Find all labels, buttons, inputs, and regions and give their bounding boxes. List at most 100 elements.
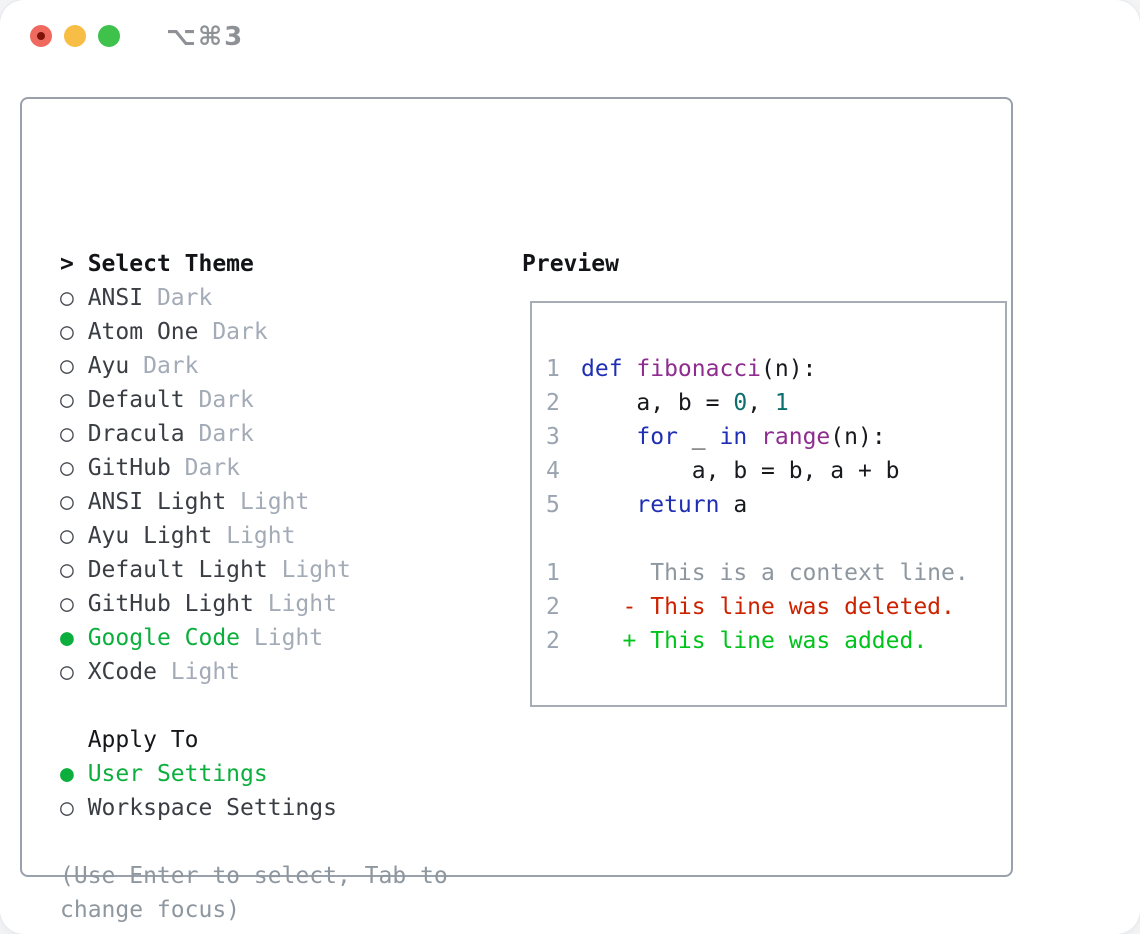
help-line: change focus) bbox=[60, 897, 241, 923]
theme-variant: Light bbox=[240, 489, 310, 515]
theme-option-ayu[interactable]: ○ Ayu Dark bbox=[60, 349, 448, 383]
apply-list: ● User Settings○ Workspace Settings bbox=[60, 757, 448, 825]
theme-option-default-light[interactable]: ○ Default Light Light bbox=[60, 553, 448, 587]
token-code: (n): bbox=[830, 424, 886, 450]
apply-option-workspace-settings[interactable]: ○ Workspace Settings bbox=[60, 791, 448, 825]
code-line bbox=[546, 522, 1005, 556]
theme-name: Default bbox=[87, 387, 199, 413]
code-line: 4 a, b = b, a + b bbox=[546, 454, 1005, 488]
radio-icon: ○ bbox=[60, 353, 88, 379]
token-keyword: for bbox=[636, 424, 678, 450]
theme-name: Google Code bbox=[87, 625, 254, 651]
theme-option-atom-one[interactable]: ○ Atom One Dark bbox=[60, 315, 448, 349]
token-number: 1 bbox=[774, 390, 789, 416]
token-number: 0 bbox=[733, 390, 748, 416]
code-line: 5 return a bbox=[546, 488, 1005, 522]
token-code: a, b = bbox=[581, 390, 734, 416]
token-function: fibonacci bbox=[636, 356, 762, 382]
code-line: 2 - This line was deleted. bbox=[546, 590, 1005, 624]
radio-icon: ○ bbox=[60, 319, 88, 345]
theme-name: Atom One bbox=[87, 319, 213, 345]
minimize-button[interactable] bbox=[64, 25, 86, 47]
token-context: This is a context line. bbox=[581, 560, 969, 586]
theme-name: ANSI bbox=[87, 285, 157, 311]
theme-variant: Dark bbox=[184, 455, 241, 481]
help-text: (Use Enter to select, Tab to change focus… bbox=[60, 859, 448, 927]
theme-name: GitHub bbox=[87, 455, 185, 481]
theme-name: GitHub Light bbox=[87, 591, 268, 617]
cursor-caret-icon: > bbox=[60, 251, 88, 277]
theme-variant: Dark bbox=[212, 319, 268, 345]
token-code: (n): bbox=[761, 356, 817, 382]
theme-variant: Light bbox=[267, 591, 337, 617]
selected-radio-icon: ● bbox=[60, 625, 88, 651]
theme-option-github-light[interactable]: ○ GitHub Light Light bbox=[60, 587, 448, 621]
apply-label: User Settings bbox=[87, 761, 268, 787]
theme-name: Ayu Light bbox=[87, 523, 227, 549]
radio-icon: ○ bbox=[60, 387, 88, 413]
theme-name: Default Light bbox=[87, 557, 282, 583]
line-number: 2 bbox=[546, 628, 560, 654]
radio-icon: ○ bbox=[60, 795, 88, 821]
token-code: _ bbox=[677, 424, 720, 450]
token-keyword: def bbox=[581, 356, 637, 382]
theme-option-dracula[interactable]: ○ Dracula Dark bbox=[60, 417, 448, 451]
theme-variant: Dark bbox=[156, 285, 213, 311]
theme-name: Ayu bbox=[87, 353, 144, 379]
theme-variant: Dark bbox=[198, 387, 254, 413]
theme-variant: Light bbox=[226, 523, 296, 549]
zoom-button[interactable] bbox=[98, 25, 120, 47]
selected-radio-icon: ● bbox=[60, 761, 88, 787]
help-line: (Use Enter to select, Tab to bbox=[60, 863, 448, 889]
code-line: 2 + This line was added. bbox=[546, 624, 1005, 658]
theme-list: ○ ANSI Dark○ Atom One Dark○ Ayu Dark○ De… bbox=[60, 281, 448, 689]
token-added: + This line was added. bbox=[581, 628, 928, 654]
theme-name: ANSI Light bbox=[87, 489, 241, 515]
radio-icon: ○ bbox=[60, 591, 88, 617]
select-theme-header: > Select Theme bbox=[60, 247, 448, 281]
theme-name: XCode bbox=[87, 659, 171, 685]
token-code: a bbox=[719, 492, 748, 518]
line-number: 3 bbox=[546, 424, 560, 450]
theme-variant: Light bbox=[253, 625, 324, 651]
line-number: 2 bbox=[546, 390, 560, 416]
line-number: 2 bbox=[546, 594, 560, 620]
line-number: 4 bbox=[546, 458, 560, 484]
theme-variant: Light bbox=[281, 557, 351, 583]
close-button[interactable] bbox=[30, 25, 52, 47]
apply-label: Workspace Settings bbox=[87, 795, 337, 821]
theme-option-github[interactable]: ○ GitHub Dark bbox=[60, 451, 448, 485]
apply-option-user-settings[interactable]: ● User Settings bbox=[60, 757, 448, 791]
theme-option-ansi[interactable]: ○ ANSI Dark bbox=[60, 281, 448, 315]
token-code: a, b = b, a + b bbox=[581, 458, 900, 484]
theme-option-google-code[interactable]: ● Google Code Light bbox=[60, 621, 448, 655]
line-number: 5 bbox=[546, 492, 560, 518]
token-code bbox=[747, 424, 761, 450]
theme-option-ayu-light[interactable]: ○ Ayu Light Light bbox=[60, 519, 448, 553]
radio-icon: ○ bbox=[60, 523, 88, 549]
token-keyword: return bbox=[636, 492, 720, 518]
theme-option-ansi-light[interactable]: ○ ANSI Light Light bbox=[60, 485, 448, 519]
theme-option-default[interactable]: ○ Default Dark bbox=[60, 383, 448, 417]
radio-icon: ○ bbox=[60, 489, 88, 515]
code-line: 1 def fibonacci(n): bbox=[546, 352, 1005, 386]
code-line: 3 for _ in range(n): bbox=[546, 420, 1005, 454]
token-code bbox=[581, 492, 636, 518]
theme-option-xcode[interactable]: ○ XCode Light bbox=[60, 655, 448, 689]
radio-icon: ○ bbox=[60, 659, 88, 685]
apply-to-header: Apply To bbox=[87, 727, 199, 753]
theme-variant: Light bbox=[170, 659, 241, 685]
token-function: range bbox=[761, 424, 831, 450]
radio-icon: ○ bbox=[60, 285, 88, 311]
token-keyword: in bbox=[719, 424, 748, 450]
line-number: 1 bbox=[546, 356, 560, 382]
radio-icon: ○ bbox=[60, 421, 88, 447]
code-line: 2 a, b = 0, 1 bbox=[546, 386, 1005, 420]
token-code: , bbox=[747, 390, 775, 416]
window-title: ⌥⌘3 bbox=[166, 22, 245, 52]
token-code bbox=[581, 424, 636, 450]
select-theme-label: Select Theme bbox=[87, 251, 254, 277]
